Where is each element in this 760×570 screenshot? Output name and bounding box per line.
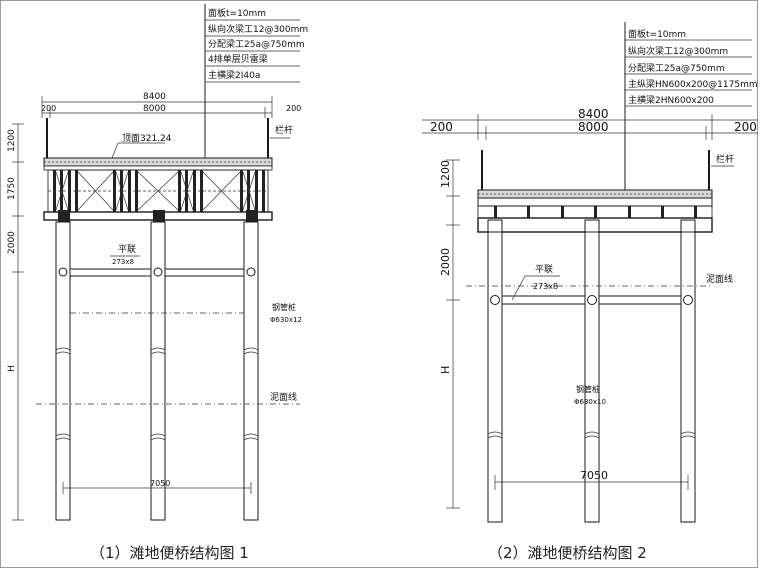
right-dim-inner: 8000	[578, 120, 609, 134]
left-brace-label: 平联	[118, 244, 136, 255]
right-note-5: 主横梁2HN600x200	[628, 94, 714, 106]
right-dim-total: 8400	[578, 107, 609, 121]
left-height-1750: 1750	[7, 177, 17, 200]
left-height-h: H	[7, 365, 17, 372]
left-brace-spec: 273x8	[112, 258, 134, 266]
right-distribution-beam	[477, 197, 713, 207]
right-note-1: 面板t=10mm	[628, 28, 686, 40]
right-height-1200: 1200	[439, 160, 452, 188]
left-distribution-beam	[43, 165, 273, 171]
right-pile-label: 钢管桩	[576, 384, 600, 394]
left-note-2: 纵向次梁工12@300mm	[208, 23, 308, 35]
left-note-3: 分配梁工25a@750mm	[208, 38, 305, 50]
right-top-dims: 8400 8000 200 200	[422, 107, 758, 140]
left-dim-inner: 8000	[143, 104, 166, 114]
right-mud-line-label: 泥面线	[706, 273, 733, 285]
right-notes: 面板t=10mm 纵向次梁工12@300mm 分配梁工25a@750mm 主纵梁…	[625, 28, 758, 107]
right-railing-label: 栏杆	[716, 153, 734, 165]
left-piles	[55, 221, 259, 521]
left-caption: （1）滩地便桥结构图 1	[90, 544, 249, 562]
right-pile-spec: Φ630x10	[574, 398, 606, 406]
left-note-5: 主横梁2I40a	[208, 69, 260, 81]
left-dim-right: 200	[286, 104, 301, 113]
left-truss-bracing	[48, 171, 268, 211]
right-note-4: 主纵梁HN600x200@1175mm	[628, 78, 758, 90]
right-beam-webs	[494, 206, 697, 218]
left-pile-spacing: 7050	[150, 479, 170, 488]
right-brace-label: 平联	[535, 264, 553, 275]
left-top-dims: 8400 8000 200 200	[41, 92, 301, 118]
left-dim-total: 8400	[143, 92, 166, 102]
left-deck-label: 顶面321.24	[122, 133, 172, 144]
left-mud-line-label: 泥面线	[270, 391, 297, 403]
right-height-2000: 2000	[439, 248, 452, 276]
left-drawing: 面板t=10mm 纵向次梁工12@300mm 分配梁工25a@750mm 4排单…	[7, 4, 308, 562]
left-notes: 面板t=10mm 纵向次梁工12@300mm 分配梁工25a@750mm 4排单…	[205, 7, 308, 83]
right-note-3: 分配梁工25a@750mm	[628, 62, 725, 74]
left-pile-label: 钢管桩	[272, 302, 296, 312]
right-note-2: 纵向次梁工12@300mm	[628, 45, 728, 57]
left-pile-caps	[58, 210, 258, 222]
right-piles	[487, 231, 696, 523]
left-note-4: 4排单层贝雷梁	[208, 53, 268, 65]
right-horizontal-brace	[490, 295, 693, 305]
right-vertical-dims: 1200 2000 H	[439, 159, 460, 509]
right-pile-spacing: 7050	[580, 469, 608, 482]
left-railing-label: 栏杆	[275, 124, 293, 136]
left-note-1: 面板t=10mm	[208, 7, 266, 19]
left-dim-left: 200	[41, 104, 56, 113]
left-vertical-dims: 1200 1750 2000 H	[7, 123, 24, 521]
right-height-h: H	[439, 366, 452, 374]
right-caption: （2）滩地便桥结构图 2	[488, 544, 647, 562]
left-pile-spec: Φ630x12	[270, 316, 302, 324]
right-dim-left: 200	[430, 120, 453, 134]
left-horizontal-brace	[58, 267, 256, 277]
right-dim-right: 200	[734, 120, 757, 134]
left-height-2000: 2000	[7, 231, 17, 254]
left-height-1200: 1200	[7, 129, 17, 152]
right-brace-spec: 273x8	[533, 282, 558, 291]
right-drawing: 面板t=10mm 纵向次梁工12@300mm 分配梁工25a@750mm 主纵梁…	[422, 22, 758, 562]
